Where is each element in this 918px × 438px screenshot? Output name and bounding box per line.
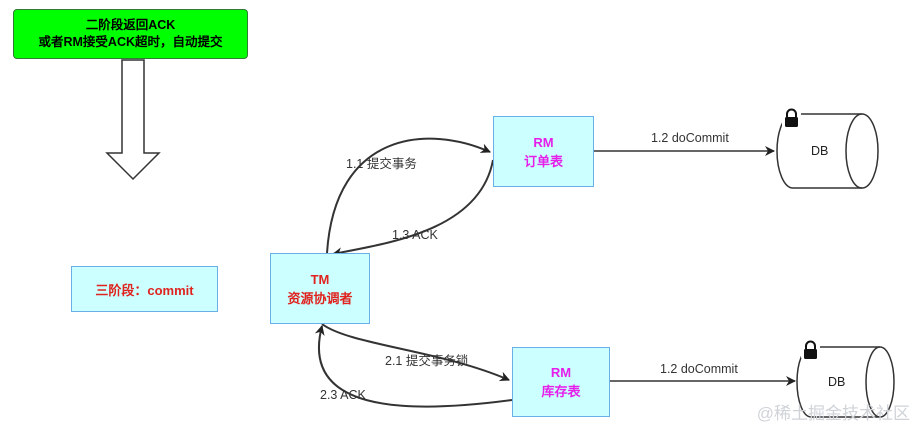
note-line-1: 二阶段返回ACK (85, 18, 176, 32)
tm-subtitle: 资源协调者 (287, 290, 353, 306)
lock-icon (801, 340, 820, 360)
database-icon-top (776, 113, 879, 189)
down-arrow-icon (105, 59, 161, 181)
tm-node: TM 资源协调者 (270, 253, 370, 324)
rm-stock-title: RM (550, 365, 572, 380)
rm-order-title: RM (533, 134, 554, 150)
rm-order-node: RM 订单表 (493, 116, 594, 187)
edge-label-1-1: 1.1 提交事务 (346, 157, 417, 171)
database-icon-bottom (796, 346, 895, 418)
note-line-2: 或者RM接受ACK超时，自动提交 (38, 35, 223, 49)
edge-1-1 (326, 137, 491, 254)
phase-two-note: 二阶段返回ACK 或者RM接受ACK超时，自动提交 (13, 9, 248, 59)
edge-label-1-3: 1.3 ACK (392, 228, 438, 242)
db-label-top: DB (811, 144, 829, 158)
edge-label-1-2-top: 1.2 doCommit (651, 131, 729, 145)
edge-2-1 (321, 323, 510, 382)
lock-icon (782, 108, 801, 128)
tm-title: TM (310, 271, 330, 287)
edge-1-3 (332, 159, 494, 258)
rm-stock-subtitle: 库存表 (541, 384, 581, 399)
edge-label-2-1: 2.1 提交事务锁 (385, 354, 469, 368)
db-label-bottom: DB (828, 375, 846, 389)
watermark: @稀土掘金技术社区 (756, 404, 910, 423)
phase-text: 三阶段：commit (95, 282, 194, 298)
rm-order-subtitle: 订单表 (523, 153, 563, 169)
edge-2-3 (314, 325, 513, 408)
phase-three-label: 三阶段：commit (71, 266, 218, 312)
rm-stock-node: RM 库存表 (512, 347, 610, 417)
edge-label-2-3: 2.3 ACK (320, 388, 366, 402)
edge-label-1-2-bottom: 1.2 doCommit (660, 362, 738, 376)
